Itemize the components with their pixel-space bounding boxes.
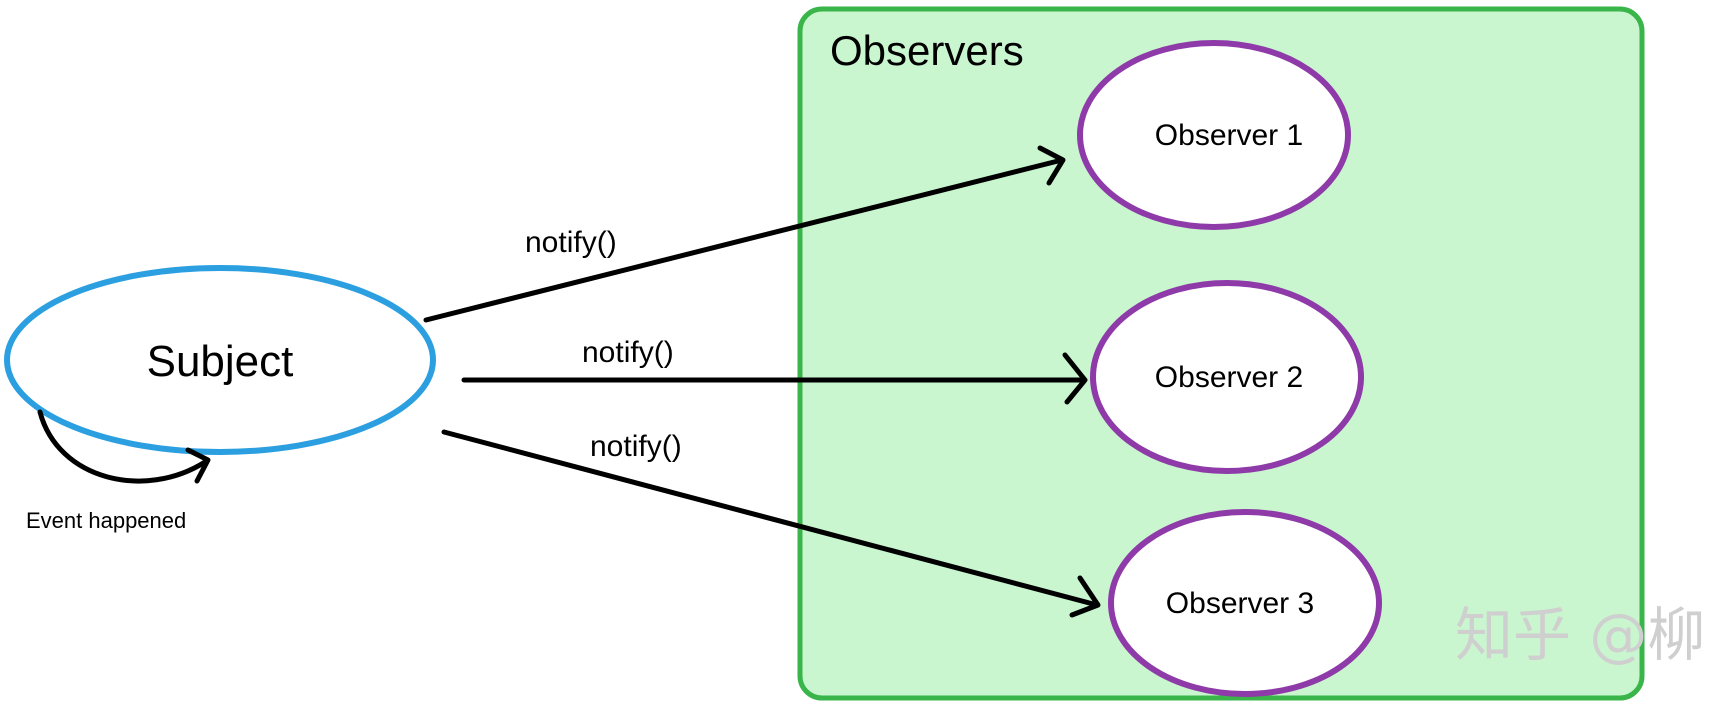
notify-arrow-2-head [1062, 352, 1088, 405]
notify-arrow-3 [441, 429, 1100, 608]
event-self-loop-arrowhead [185, 447, 211, 484]
notify-label-2: notify() [582, 336, 674, 369]
observer-1-label: Observer 1 [1155, 119, 1303, 152]
notify-arrow-3-head [1069, 575, 1101, 618]
observers-group-title: Observers [830, 27, 1024, 74]
subject-node [4, 265, 436, 455]
notify-arrow-1 [423, 157, 1065, 323]
observer-3-node [1108, 509, 1382, 697]
watermark: 知乎 @柳 [1455, 601, 1705, 669]
subject-label: Subject [147, 337, 294, 386]
notify-arrow-1-head [1037, 145, 1066, 186]
observer-3-label: Observer 3 [1166, 587, 1314, 620]
notify-label-1: notify() [525, 226, 617, 259]
notify-label-3: notify() [590, 430, 682, 463]
observer-2-label: Observer 2 [1155, 361, 1303, 394]
observer-2-node [1090, 280, 1364, 474]
event-self-loop-arrow [37, 409, 208, 484]
event-happened-label: Event happened [26, 508, 186, 533]
observer-1-node [1077, 40, 1351, 230]
